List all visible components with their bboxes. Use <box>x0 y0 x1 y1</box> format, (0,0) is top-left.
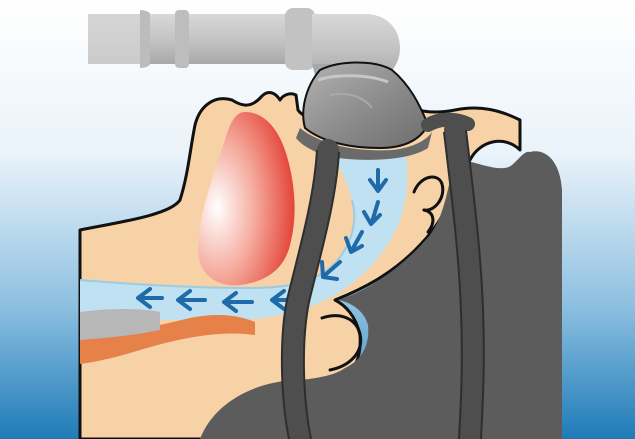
strap-top <box>428 120 468 125</box>
